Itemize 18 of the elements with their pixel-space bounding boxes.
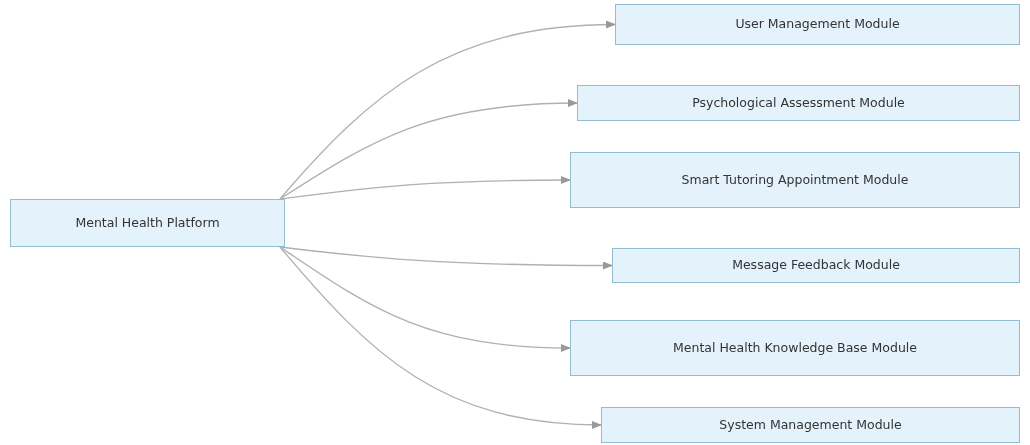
node-label: Mental Health Platform: [75, 214, 220, 232]
process-box: [577, 85, 1020, 121]
arrow: [279, 99, 578, 200]
process-box: [601, 407, 1020, 443]
node-label: Psychological Assessment Module: [692, 94, 905, 112]
node-label: User Management Module: [735, 16, 900, 33]
node-label: Smart Tutoring Appointment Module: [681, 171, 909, 189]
process-box: [570, 152, 1020, 208]
node-label: Message Feedback Module: [732, 257, 900, 274]
process-box: [612, 248, 1020, 283]
process-box: [10, 199, 285, 247]
node-label: Mental Health Knowledge Base Module: [673, 339, 917, 357]
arrow: [279, 246, 571, 352]
process-box: [570, 320, 1020, 376]
process-box: [615, 4, 1020, 45]
arrow: [279, 246, 602, 429]
arrow: [279, 20, 616, 200]
node-label: System Management Module: [719, 416, 902, 434]
